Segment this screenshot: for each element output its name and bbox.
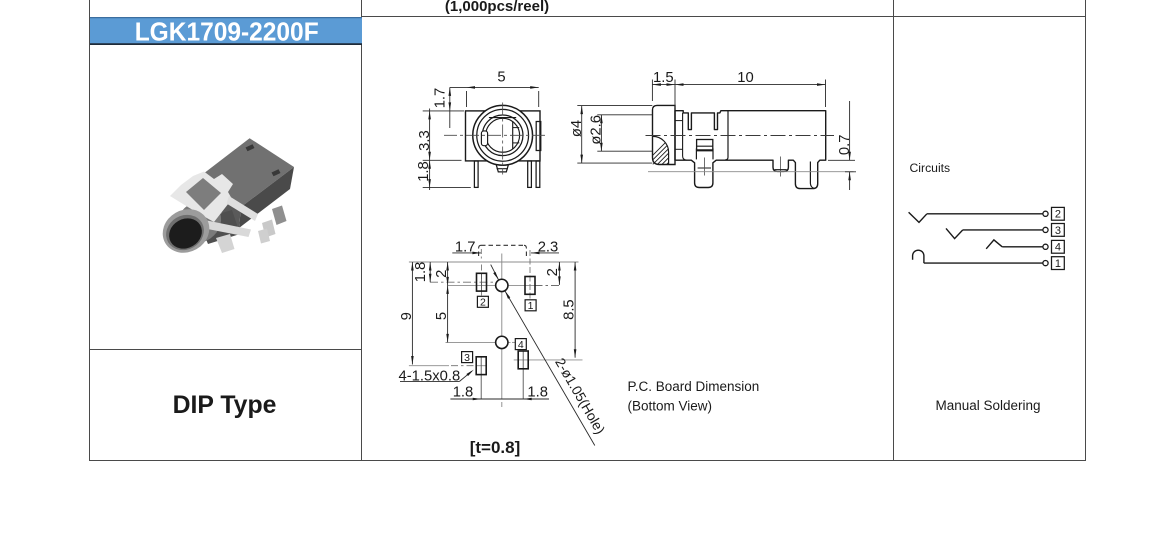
svg-text:ø2.6: ø2.6 (589, 115, 605, 145)
svg-text:1.7: 1.7 (455, 239, 476, 255)
svg-text:9: 9 (399, 312, 415, 320)
svg-text:1.8: 1.8 (453, 384, 474, 400)
svg-text:Circuits: Circuits (910, 161, 951, 175)
svg-text:0.7: 0.7 (837, 135, 853, 156)
svg-text:3: 3 (464, 352, 470, 364)
svg-text:(1,000pcs/reel): (1,000pcs/reel) (445, 0, 549, 15)
svg-text:2: 2 (1055, 209, 1061, 221)
svg-text:2.3: 2.3 (538, 239, 559, 255)
svg-text:1.5: 1.5 (653, 70, 674, 86)
svg-text:1.7: 1.7 (433, 88, 449, 109)
svg-text:1: 1 (1055, 258, 1061, 270)
svg-text:2: 2 (434, 270, 450, 278)
svg-text:4-1.5x0.8: 4-1.5x0.8 (399, 368, 461, 384)
svg-text:1.8: 1.8 (413, 262, 429, 283)
svg-text:ø4: ø4 (569, 120, 585, 137)
svg-text:5: 5 (497, 70, 505, 86)
svg-text:1.8: 1.8 (416, 161, 432, 182)
svg-text:(Bottom View): (Bottom View) (628, 399, 713, 414)
svg-text:2: 2 (545, 268, 561, 276)
svg-text:8.5: 8.5 (562, 299, 578, 320)
svg-text:10: 10 (737, 70, 753, 86)
svg-text:[t=0.8]: [t=0.8] (470, 438, 521, 457)
svg-text:P.C. Board Dimension: P.C. Board Dimension (628, 379, 760, 394)
svg-text:1: 1 (528, 300, 534, 312)
svg-text:Manual Soldering: Manual Soldering (935, 398, 1040, 413)
svg-text:4: 4 (518, 339, 524, 351)
svg-text:3.3: 3.3 (417, 130, 433, 151)
svg-text:DIP Type: DIP Type (173, 392, 277, 419)
svg-text:2: 2 (480, 297, 486, 309)
svg-text:1.8: 1.8 (527, 384, 548, 400)
svg-text:3: 3 (1055, 225, 1061, 237)
svg-text:LGK1709-2200F: LGK1709-2200F (135, 16, 319, 46)
svg-text:4: 4 (1055, 242, 1061, 254)
svg-text:5: 5 (434, 312, 450, 320)
